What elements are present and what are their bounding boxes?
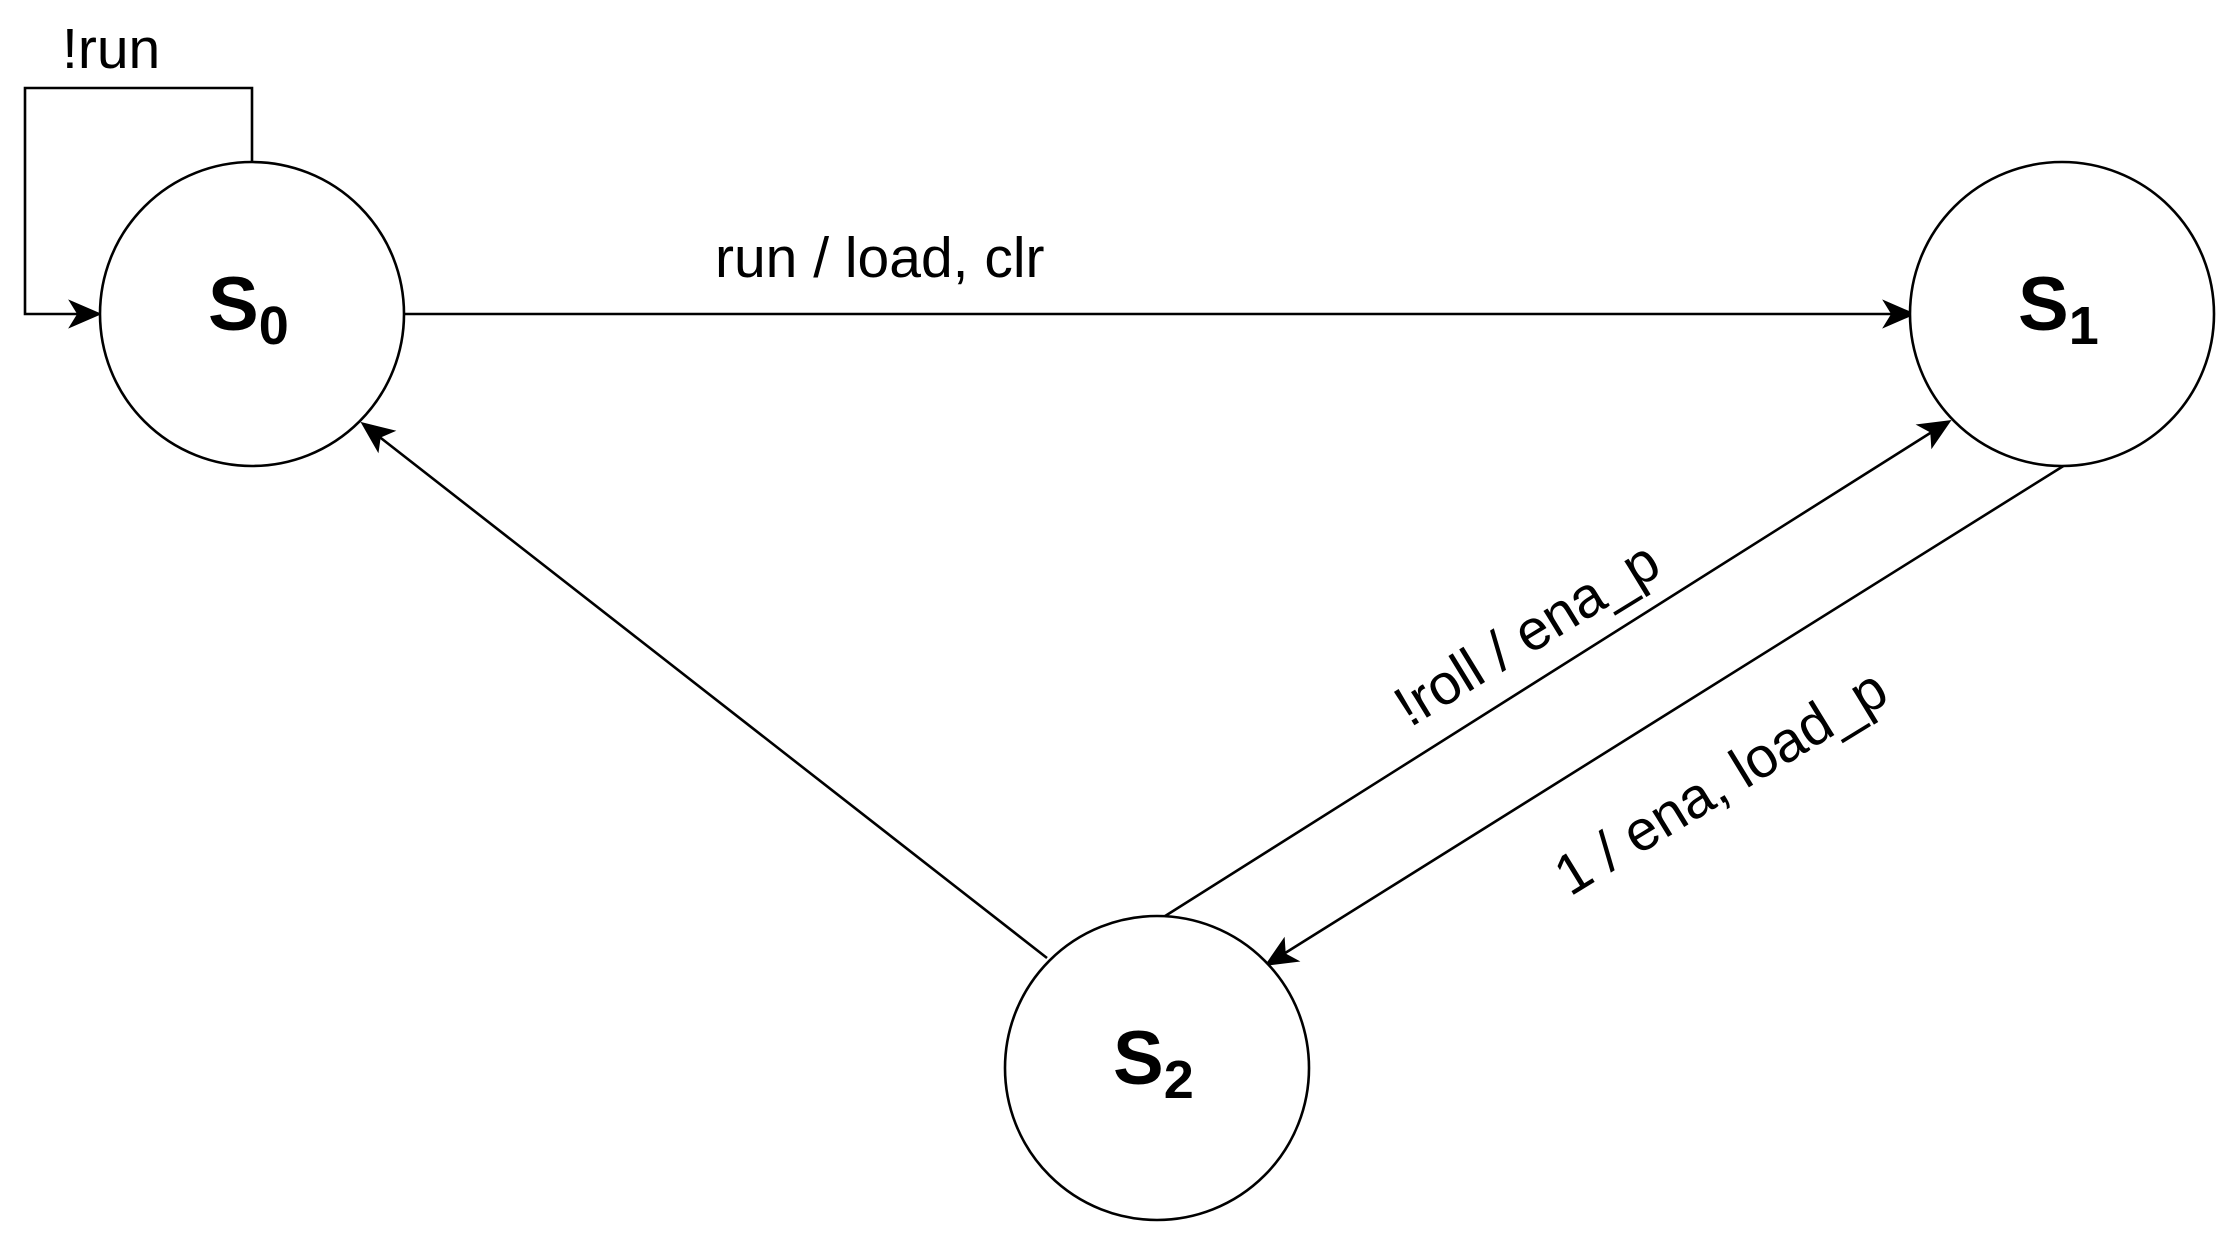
state-s1-letter: S — [2018, 262, 2069, 347]
arrowhead-s2-to-s1 — [1915, 420, 1952, 450]
label-s2-to-s1: !roll / ena_p — [1383, 529, 1670, 739]
state-s0-label: S0 — [208, 262, 289, 356]
edge-s2-to-s1 — [1161, 428, 1936, 920]
state-s1-subscript: 1 — [2069, 296, 2099, 356]
arrowhead-s0-to-s1 — [1882, 299, 1916, 329]
state-s2-circle — [1003, 914, 1311, 1222]
state-s2-subscript: 2 — [1164, 1050, 1194, 1110]
label-s1-to-s2: 1 / ena, load_p — [1543, 656, 1898, 908]
edge-s1-to-s2 — [1281, 463, 2066, 957]
state-s2-letter: S — [1113, 1016, 1164, 1101]
label-s0-self-loop: !run — [62, 17, 160, 81]
arrowhead-s1-to-s2 — [1264, 936, 1301, 966]
state-s0-circle — [98, 160, 406, 468]
edge-s2-to-s0 — [376, 433, 1048, 960]
state-s0-letter: S — [208, 262, 259, 347]
label-s0-to-s1: run / load, clr — [715, 226, 1044, 290]
state-s1-circle — [1908, 160, 2216, 468]
state-s1-label: S1 — [2018, 262, 2099, 356]
state-s2-label: S2 — [1113, 1016, 1194, 1110]
edge-s0-self-loop — [23, 86, 254, 316]
arrowhead-s0-self-loop — [68, 299, 102, 329]
state-s0-subscript: 0 — [259, 296, 289, 356]
arrowhead-s2-to-s0 — [360, 421, 397, 454]
